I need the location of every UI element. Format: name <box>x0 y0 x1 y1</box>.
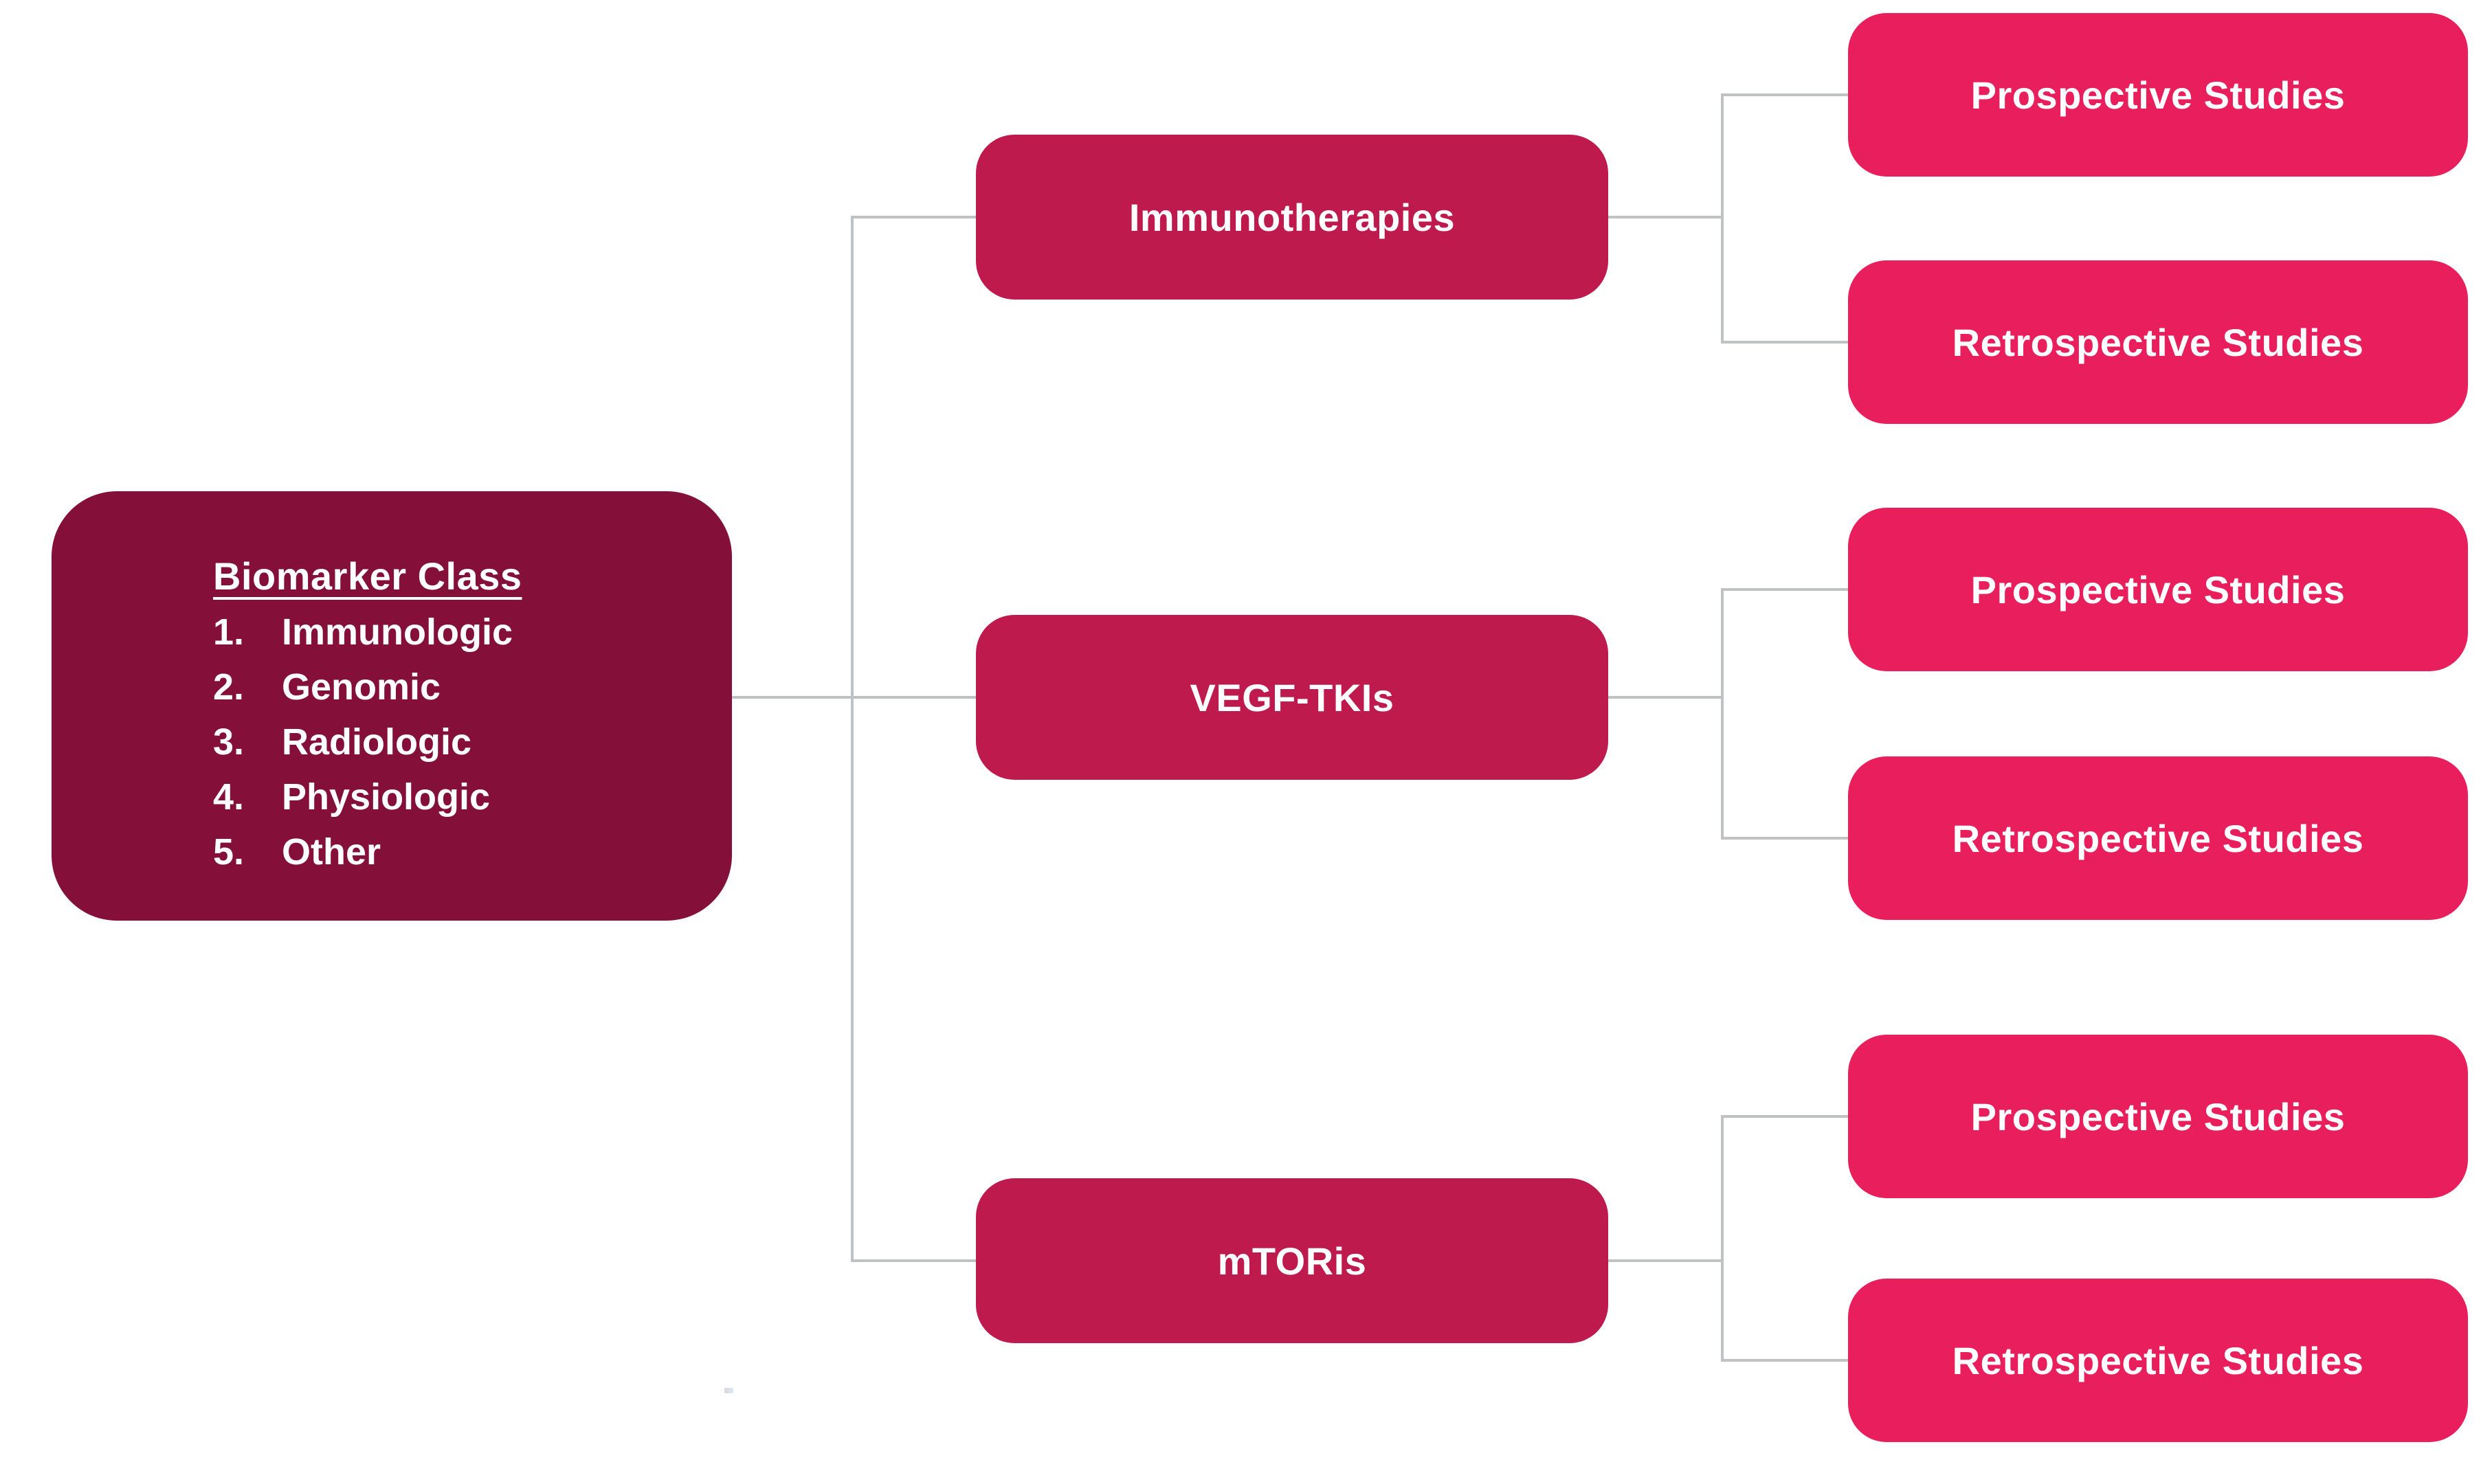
connector-root-horizontal <box>732 696 852 699</box>
leaf-node-mtoris-retrospective: Retrospective Studies <box>1848 1279 2468 1442</box>
list-item-number: 2. <box>213 666 245 708</box>
connector-vegf-tkis-spine <box>1721 588 1724 840</box>
artifact-dot <box>724 1388 733 1393</box>
list-item: 2. Genomic <box>213 660 704 715</box>
branch-label: VEGF-TKIs <box>1190 675 1394 719</box>
connector-mtoris-spine <box>1721 1115 1724 1362</box>
root-content: Biomarker Class 1. Immunologic 2. Genomi… <box>52 491 732 879</box>
leaf-node-immunotherapies-retrospective: Retrospective Studies <box>1848 260 2468 424</box>
list-item: 5. Other <box>213 824 704 879</box>
list-item: 1. Immunologic <box>213 605 704 660</box>
connector-leaf-immunotherapies-prospective <box>1722 93 1848 96</box>
branch-node-vegf-tkis: VEGF-TKIs <box>976 615 1608 780</box>
list-item-number: 1. <box>213 611 245 653</box>
root-node-biomarker-class: Biomarker Class 1. Immunologic 2. Genomi… <box>52 491 732 921</box>
leaf-node-vegf-prospective: Prospective Studies <box>1848 508 2468 671</box>
list-item-number: 3. <box>213 721 245 763</box>
connector-leaf-mtoris-prospective <box>1722 1115 1848 1118</box>
branch-node-mtoris: mTORis <box>976 1178 1608 1343</box>
leaf-label: Retrospective Studies <box>1952 1338 2364 1382</box>
list-item: 4. Physiologic <box>213 769 704 824</box>
connector-vegf-tkis-out <box>1608 696 1722 699</box>
leaf-node-mtoris-prospective: Prospective Studies <box>1848 1035 2468 1198</box>
connector-immunotherapies-spine <box>1721 93 1724 344</box>
connector-mtoris-out <box>1608 1259 1722 1262</box>
branch-label: Immunotherapies <box>1128 195 1456 239</box>
leaf-label: Prospective Studies <box>1970 567 2346 611</box>
connector-branch-vegf-tkis <box>852 696 976 699</box>
connector-leaf-immunotherapies-retrospective <box>1722 341 1848 344</box>
connector-branch-immunotherapies <box>852 216 976 218</box>
list-item-label: Radiologic <box>282 721 472 763</box>
leaf-label: Prospective Studies <box>1970 1094 2346 1138</box>
leaf-node-immunotherapies-prospective: Prospective Studies <box>1848 13 2468 177</box>
leaf-node-vegf-retrospective: Retrospective Studies <box>1848 756 2468 920</box>
list-item-number: 4. <box>213 776 245 818</box>
list-item-label: Physiologic <box>282 776 491 818</box>
connector-leaf-vegf-retrospective <box>1722 837 1848 840</box>
list-item-label: Genomic <box>282 666 441 708</box>
list-item: 3. Radiologic <box>213 715 704 769</box>
leaf-label: Retrospective Studies <box>1952 816 2364 860</box>
connector-leaf-mtoris-retrospective <box>1722 1359 1848 1362</box>
leaf-label: Prospective Studies <box>1970 73 2346 117</box>
root-title: Biomarker Class <box>213 554 522 598</box>
branch-label: mTORis <box>1217 1239 1367 1283</box>
list-item-label: Other <box>282 831 381 873</box>
connector-branch-mtoris <box>852 1259 976 1262</box>
connector-immunotherapies-out <box>1608 216 1722 218</box>
list-item-label: Immunologic <box>282 611 513 653</box>
connector-left-spine <box>851 216 854 1262</box>
leaf-label: Retrospective Studies <box>1952 320 2364 364</box>
branch-node-immunotherapies: Immunotherapies <box>976 135 1608 300</box>
list-item-number: 5. <box>213 831 245 873</box>
connector-leaf-vegf-prospective <box>1722 588 1848 591</box>
